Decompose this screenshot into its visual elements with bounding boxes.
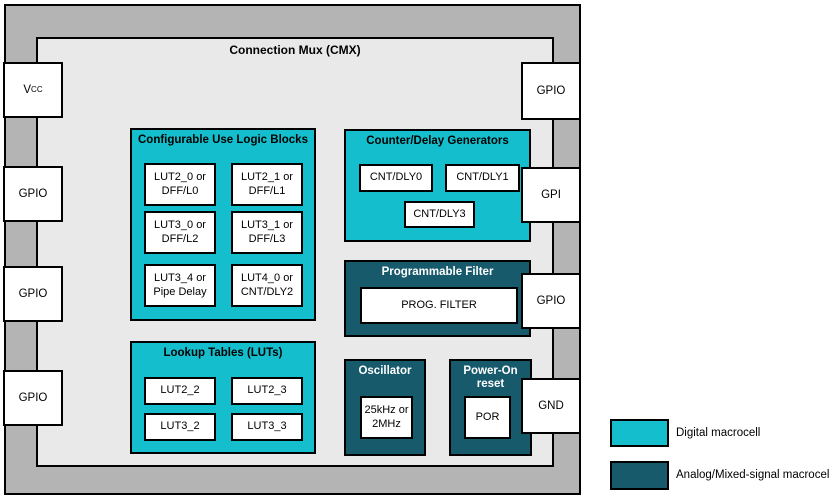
- block-oscillator: Oscillator 25kHz or 2MHz: [344, 359, 426, 456]
- pin-label: GPIO: [18, 188, 48, 200]
- macrocell-label-line: LUT2_1 or: [241, 171, 293, 183]
- macrocell-lut3-1: LUT3_1 or DFF/L3: [231, 211, 303, 254]
- cmx-title: Connection Mux (CMX): [229, 43, 361, 57]
- legend-label-analog: Analog/Mixed-signal macrocell: [676, 469, 829, 481]
- block-title: Power-On reset: [463, 365, 518, 390]
- macrocell-cnt-dly1: CNT/DLY1: [445, 164, 520, 192]
- macrocell-label-line: DFF/L1: [248, 184, 286, 197]
- block-title: Programmable Filter: [381, 266, 494, 278]
- macrocell-cnt-dly3: CNT/DLY3: [404, 201, 475, 228]
- macrocell-lut3-3: LUT3_3: [231, 413, 303, 441]
- macrocell-lut2-0: LUT2_0 or DFF/L0: [144, 163, 216, 206]
- block-title: Lookup Tables (LUTs): [163, 347, 283, 359]
- pin-label: GND: [538, 400, 564, 412]
- pin-label: GPIO: [18, 392, 48, 404]
- macrocell-label-line: Pipe Delay: [153, 285, 207, 298]
- pin-label: GPIO: [536, 295, 566, 307]
- legend-swatch-digital: [610, 419, 669, 447]
- pin-label: GPIO: [18, 288, 48, 300]
- pin-gpio-right-2: GPIO: [521, 273, 581, 329]
- macrocell-lut3-2: LUT3_2: [144, 413, 216, 441]
- macrocell-label-line: DFF/L0: [161, 184, 199, 197]
- block-title: Counter/Delay Generators: [366, 135, 509, 147]
- macrocell-label-line: DFF/L3: [248, 232, 286, 245]
- macrocell-label-line: LUT4_0 or: [241, 272, 293, 284]
- pin-gpio-left-1: GPIO: [3, 166, 63, 222]
- block-programmable-filter: Programmable Filter PROG. FILTER: [344, 260, 531, 337]
- macrocell-lut4-0: LUT4_0 or CNT/DLY2: [231, 264, 303, 307]
- block-lookup-tables: Lookup Tables (LUTs) LUT2_2 LUT2_3 LUT3_…: [130, 341, 316, 454]
- macrocell-label-line: DFF/L2: [161, 232, 199, 245]
- macrocell-lut2-3: LUT2_3: [231, 377, 303, 405]
- pin-label: V: [23, 84, 32, 96]
- macrocell-prog-filter: PROG. FILTER: [360, 287, 518, 324]
- block-title: Oscillator: [358, 365, 412, 377]
- macrocell-label-line: LUT3_1 or: [241, 219, 293, 231]
- pin-gpio-right-1: GPIO: [521, 62, 581, 120]
- block-power-on-reset: Power-On reset POR: [449, 359, 532, 456]
- pin-gnd: GND: [521, 378, 581, 434]
- cmx-frame: Connection Mux (CMX) Configurable Use Lo…: [4, 4, 581, 495]
- pin-gpio-left-3: GPIO: [3, 370, 63, 426]
- macrocell-lut2-1: LUT2_1 or DFF/L1: [231, 163, 303, 206]
- macrocell-label-line: LUT3_4 or: [154, 272, 206, 284]
- macrocell-label-line: LUT2_0 or: [154, 171, 206, 183]
- legend-swatch-analog: [610, 461, 669, 490]
- chip-core: Connection Mux (CMX) Configurable Use Lo…: [36, 37, 554, 467]
- pin-label: GPIO: [536, 85, 566, 97]
- pin-label-subscript: CC: [31, 85, 43, 94]
- macrocell-lut3-0: LUT3_0 or DFF/L2: [144, 211, 216, 254]
- macrocell-oscillator: 25kHz or 2MHz: [360, 396, 413, 439]
- macrocell-label-line: CNT/DLY2: [240, 285, 294, 298]
- pin-gpi: GPI: [521, 167, 581, 223]
- macrocell-por: POR: [464, 396, 511, 439]
- block-title: Configurable Use Logic Blocks: [138, 134, 308, 146]
- macrocell-label-line: LUT3_0 or: [154, 219, 206, 231]
- legend-label-digital: Digital macrocell: [676, 427, 761, 439]
- block-counter-delay-generators: Counter/Delay Generators CNT/DLY0 CNT/DL…: [344, 129, 531, 242]
- pin-gpio-left-2: GPIO: [3, 266, 63, 322]
- macrocell-lut2-2: LUT2_2: [144, 377, 216, 405]
- block-configurable-use-logic: Configurable Use Logic Blocks LUT2_0 or …: [130, 128, 316, 321]
- pin-label: GPI: [541, 189, 561, 201]
- macrocell-lut3-4: LUT3_4 or Pipe Delay: [144, 264, 216, 307]
- macrocell-cnt-dly0: CNT/DLY0: [359, 164, 433, 192]
